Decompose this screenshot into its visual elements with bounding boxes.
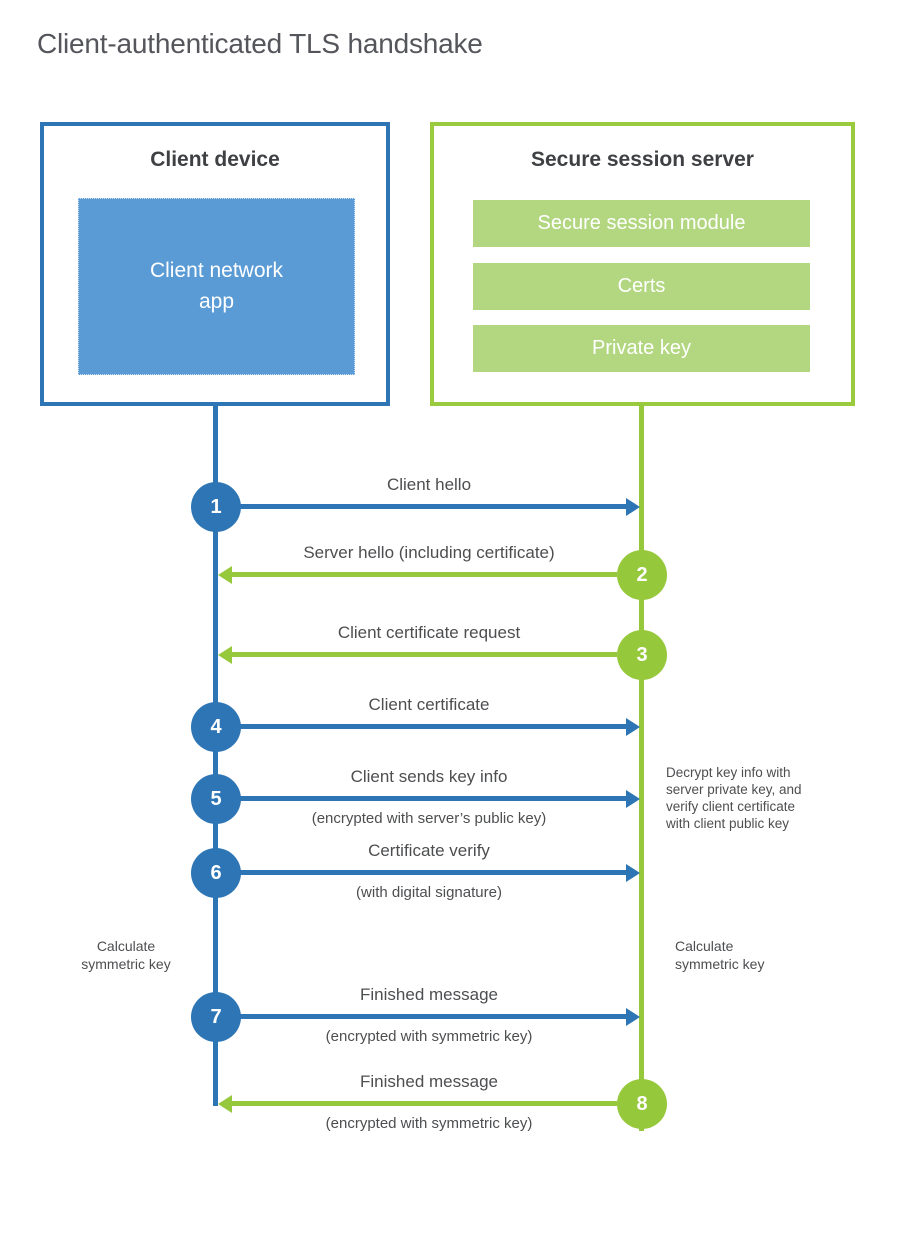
message-label: Server hello (including certificate) (303, 543, 555, 562)
message-sublabel: (with digital signature) (356, 884, 502, 901)
arrowhead-right-icon (626, 790, 640, 808)
decrypt-key-note: Decrypt key info with server private key… (666, 765, 802, 831)
step-circle: 8 (617, 1079, 667, 1129)
step-circle: 7 (191, 992, 241, 1042)
calculate-symmetric-key-right: Calculate symmetric key (675, 938, 765, 972)
arrowhead-left-icon (218, 1095, 232, 1113)
client-device-box: Client device Client network app (40, 122, 390, 406)
message-label: Certificate verify (368, 841, 490, 860)
message-arrow (240, 724, 626, 729)
step-circle: 2 (617, 550, 667, 600)
step-circle: 5 (191, 774, 241, 824)
message-label: Client certificate (368, 695, 490, 714)
arrowhead-right-icon (626, 864, 640, 882)
message-label: Finished message (360, 1072, 498, 1091)
step-circle: 3 (617, 630, 667, 680)
message-arrow (232, 572, 617, 577)
message-sublabel: (encrypted with symmetric key) (325, 1115, 533, 1132)
arrowhead-left-icon (218, 566, 232, 584)
message-arrow (232, 652, 617, 657)
message-arrow (240, 504, 626, 509)
message-sublabel: (encrypted with server’s public key) (311, 810, 547, 827)
message-arrow (240, 796, 626, 801)
message-label: Client hello (386, 475, 472, 494)
client-lifeline (213, 404, 218, 1106)
server-certs-bar: Certs (473, 263, 810, 310)
message-arrow (240, 1014, 626, 1019)
server-private-key-bar: Private key (473, 325, 810, 372)
server-lifeline (639, 404, 644, 1131)
message-arrow (232, 1101, 617, 1106)
server-module-bar: Secure session module (473, 200, 810, 247)
step-circle: 6 (191, 848, 241, 898)
message-label: Client certificate request (337, 623, 521, 642)
secure-session-server-box: Secure session server Secure session mod… (430, 122, 855, 406)
message-arrow (240, 870, 626, 875)
message-sublabel: (encrypted with symmetric key) (325, 1028, 533, 1045)
secure-session-server-title: Secure session server (531, 148, 754, 171)
arrowhead-right-icon (626, 1008, 640, 1026)
arrowhead-right-icon (626, 498, 640, 516)
client-device-title: Client device (150, 148, 280, 171)
calculate-symmetric-key-left: Calculate symmetric key (81, 938, 171, 972)
step-circle: 1 (191, 482, 241, 532)
arrowhead-right-icon (626, 718, 640, 736)
message-label: Finished message (360, 985, 498, 1004)
step-circle: 4 (191, 702, 241, 752)
message-label: Client sends key info (350, 767, 508, 786)
client-network-app-box: Client network app (78, 198, 355, 375)
arrowhead-left-icon (218, 646, 232, 664)
page-title: Client-authenticated TLS handshake (37, 28, 483, 59)
